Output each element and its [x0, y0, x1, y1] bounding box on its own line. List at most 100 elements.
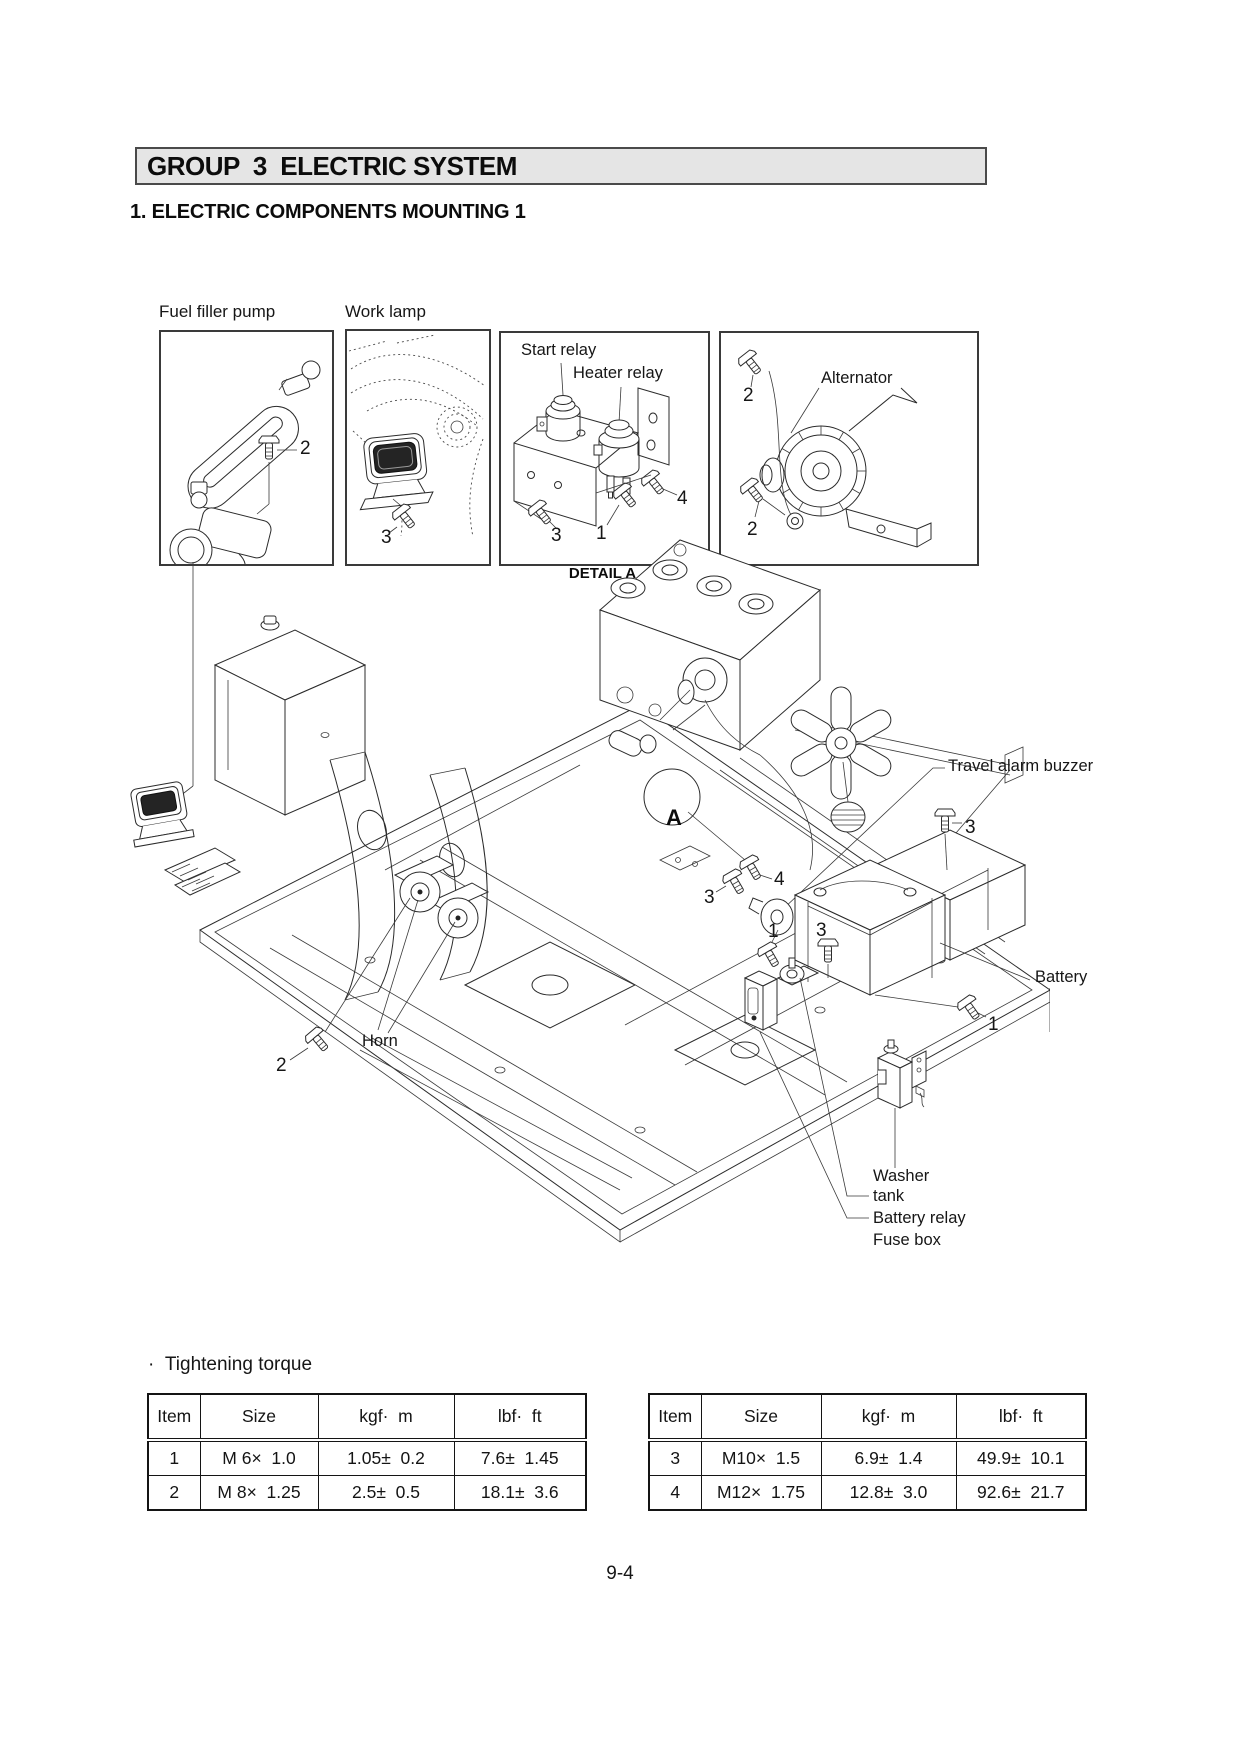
table-row: 1 M 6× 1.0 1.05± 0.2 7.6± 1.45: [147, 1439, 587, 1476]
mount-bolts: [735, 347, 804, 530]
torque-table-right: Item Size kgf· m lbf· ft 3 M10× 1.5 6.9±…: [648, 1393, 1087, 1511]
detail-a-marker: [643, 768, 701, 826]
col-lbfft: lbf· ft: [453, 1393, 587, 1442]
cooling-fan: [790, 686, 892, 800]
lamp: [359, 433, 434, 511]
table-row: 2 M 8× 1.25 2.5± 0.5 18.1± 3.6: [147, 1475, 587, 1511]
cell-kgfm: 2.5± 0.5: [317, 1475, 455, 1511]
engine: [599, 539, 821, 871]
cell-item: 3: [648, 1439, 702, 1476]
fuse-box-label: Fuse box: [873, 1231, 941, 1249]
cell-lbfft: 49.9± 10.1: [955, 1439, 1087, 1476]
frame-work-lamp: [130, 562, 195, 848]
start-relay-label: Start relay: [521, 341, 597, 359]
horn-label: Horn: [362, 1032, 398, 1050]
main-diagram: [130, 539, 1050, 1243]
col-kgfm: kgf· m: [820, 1393, 957, 1442]
callout-1-battery-bolt: 1: [988, 1014, 999, 1035]
callout-3-buzzer-bolt: 3: [965, 817, 976, 838]
cell-item: 4: [648, 1475, 702, 1511]
cell-kgfm: 1.05± 0.2: [317, 1439, 455, 1476]
mount-bolt: [388, 498, 421, 534]
cell-kgfm: 6.9± 1.4: [820, 1439, 957, 1476]
table-row: 4 M12× 1.75 12.8± 3.0 92.6± 21.7: [648, 1475, 1087, 1511]
callout-2: 2: [300, 438, 311, 459]
fuel-tank: [213, 615, 367, 816]
travel-alarm-buzzer: [748, 767, 945, 936]
callout-3: 3: [551, 525, 562, 546]
callout-1-buzzer-mount: 1: [768, 921, 779, 942]
cell-size: M 8× 1.25: [199, 1475, 319, 1511]
heater-relay: [593, 386, 640, 501]
fuel-filler-pump-panel: 2: [159, 330, 334, 566]
crank-pulley: [830, 761, 866, 833]
alternator-sketch: [735, 347, 932, 548]
fuel-filler-pump-sketch: [169, 360, 321, 564]
battery-label: Battery: [1035, 968, 1088, 986]
battery-relay-label: Battery relay: [873, 1209, 966, 1227]
col-item: Item: [147, 1393, 201, 1442]
callout-3-left: 3: [704, 887, 715, 908]
heater-relay-label: Heater relay: [573, 364, 663, 382]
mount-bolts: [525, 467, 678, 530]
section-title: 1. ELECTRIC COMPONENTS MOUNTING 1: [130, 201, 526, 223]
cell-kgfm: 12.8± 3.0: [820, 1475, 957, 1511]
callout-2-top: 2: [743, 385, 754, 406]
horn: [324, 855, 490, 1034]
pump-body: [169, 481, 272, 564]
step-grille: [163, 847, 242, 896]
boom-outline: [348, 334, 486, 538]
label-leaders: [759, 942, 1031, 1219]
torque-heading-text: Tightening torque: [164, 1354, 313, 1375]
table-header-row: Item Size kgf· m lbf· ft: [147, 1393, 587, 1442]
alternator-label: Alternator: [821, 369, 893, 387]
callout-1: 1: [596, 523, 607, 544]
callout-3: 3: [381, 527, 392, 548]
callout-bolts: [289, 808, 987, 1061]
group-header-bar: GROUP 3 ELECTRIC SYSTEM: [135, 147, 987, 185]
cell-lbfft: 92.6± 21.7: [955, 1475, 1087, 1511]
fuse-box: [743, 970, 779, 1031]
relay-sketch: [513, 362, 678, 530]
cell-size: M10× 1.5: [700, 1439, 822, 1476]
torque-table-left: Item Size kgf· m lbf· ft 1 M 6× 1.0 1.05…: [147, 1393, 587, 1511]
col-size: Size: [199, 1393, 319, 1442]
cell-size: M 6× 1.0: [199, 1439, 319, 1476]
work-lamp-sketch: [348, 334, 486, 538]
col-size: Size: [700, 1393, 822, 1442]
cell-lbfft: 7.6± 1.45: [453, 1439, 587, 1476]
callout-4: 4: [677, 488, 688, 509]
work-lamp-panel: 3: [345, 329, 491, 566]
relay-bracket: [513, 387, 670, 527]
frame-deck: [199, 704, 1050, 1243]
callout-2-horn-bolt: 2: [276, 1055, 287, 1076]
cell-item: 2: [147, 1475, 201, 1511]
cylinder-caps: [610, 543, 774, 615]
detail-a-letter: A: [666, 805, 682, 830]
travel-alarm-buzzer-label: Travel alarm buzzer: [948, 757, 1094, 775]
torque-bullet: ·: [148, 1354, 155, 1375]
table-header-row: Item Size kgf· m lbf· ft: [648, 1393, 1087, 1442]
cell-lbfft: 18.1± 3.6: [453, 1475, 587, 1511]
col-item: Item: [648, 1393, 702, 1442]
fuel-filler-pump-title: Fuel filler pump: [159, 302, 276, 321]
cell-item: 1: [147, 1439, 201, 1476]
alternator-panel: Alternator 2 2: [719, 331, 979, 566]
col-lbfft: lbf· ft: [955, 1393, 1087, 1442]
work-lamp-title: Work lamp: [345, 302, 426, 321]
cell-size: M12× 1.75: [700, 1475, 822, 1511]
relay-panel: Start relay Heater relay 3 1 4: [499, 331, 710, 566]
callout-3-battery-rod: 3: [816, 920, 827, 941]
washer-tank-label: Washer tank: [873, 1167, 930, 1205]
callout-2-bottom: 2: [747, 519, 758, 540]
battery-relay: [776, 957, 820, 986]
start-relay: [536, 362, 581, 442]
washer-tank: [876, 1039, 927, 1109]
torque-heading: · Tightening torque: [148, 1354, 312, 1376]
callout-4: 4: [774, 869, 785, 890]
alternator-body: [759, 387, 932, 548]
detail-a-caption: DETAIL A: [568, 565, 637, 582]
col-kgfm: kgf· m: [317, 1393, 455, 1442]
page-number: 9-4: [606, 1563, 634, 1584]
